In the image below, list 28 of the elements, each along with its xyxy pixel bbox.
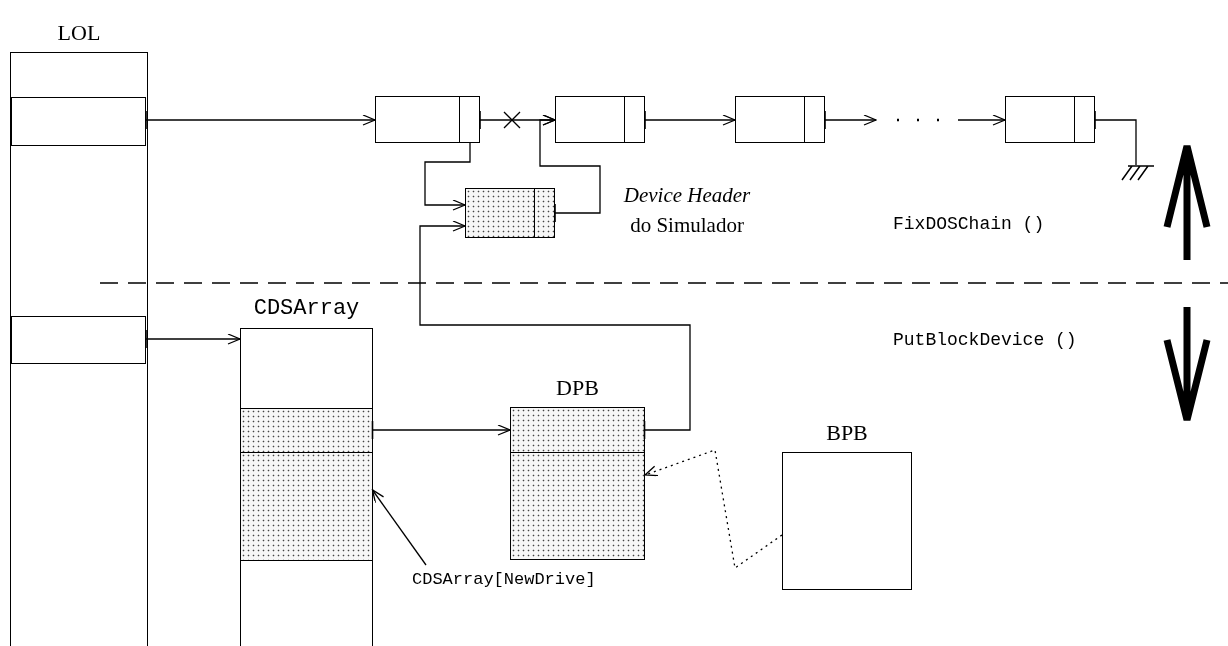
device-header-box: [555, 96, 645, 143]
table-slot: [11, 97, 146, 146]
code-label: CDSArray[NewDrive]: [412, 565, 632, 595]
device-header-box: [465, 188, 555, 238]
arrow: [424, 142, 471, 211]
arrow: [145, 110, 376, 130]
array-cell: [239, 452, 373, 561]
array-cell: [239, 408, 373, 454]
device-header-box: [375, 96, 480, 143]
arrow: [419, 220, 691, 440]
node-caption: Device Header do Simulador: [622, 182, 752, 239]
function-label: PutBlockDevice (): [893, 330, 1077, 350]
leader-line: [371, 489, 427, 566]
arrow: [957, 114, 1006, 126]
arrow: [539, 114, 601, 223]
block-title: BPB: [825, 419, 869, 447]
block-title: LOL: [56, 19, 102, 47]
table-slot: [11, 316, 146, 364]
function-label: FixDOSChain (): [893, 214, 1045, 234]
arrow: [371, 420, 511, 440]
arrow: [644, 449, 783, 570]
arrow: [824, 110, 877, 130]
block-title: DPB: [555, 374, 600, 402]
arrow: [644, 110, 736, 130]
device-header-box: [735, 96, 825, 143]
arrow: [145, 329, 241, 349]
device-header-box: [1005, 96, 1095, 143]
block-title: CDSArray: [252, 295, 361, 323]
